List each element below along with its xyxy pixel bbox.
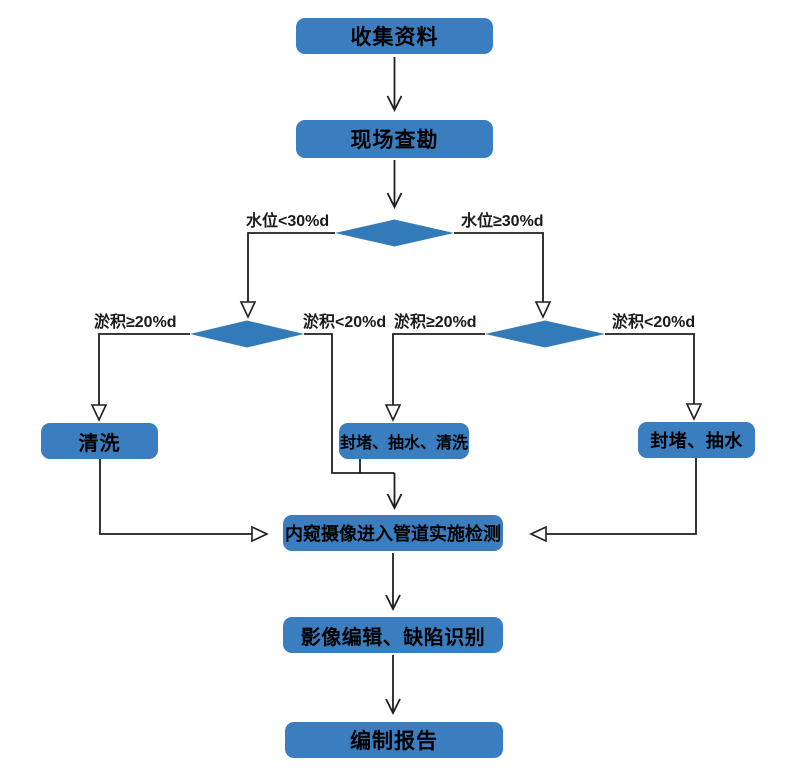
arrowhead-collect-survey xyxy=(386,95,403,113)
arrowhead-water-ge30 xyxy=(534,301,552,319)
arrowhead-inspection-right xyxy=(529,525,547,543)
node-plug-pump-clean: 封堵、抽水、清洗 xyxy=(339,423,469,459)
edge-label-silt-lt-20-right: 淤积<20%d xyxy=(612,314,696,331)
arrowhead-survey-decision xyxy=(386,192,403,210)
arrowhead-editing xyxy=(385,594,401,612)
connector-cleaning-inspection xyxy=(99,459,252,535)
arrowhead-inspection-left xyxy=(251,525,269,543)
edge-label-silt-ge-20-left: 淤积≥20%d xyxy=(94,314,177,331)
node-cleaning: 清洗 xyxy=(41,423,158,459)
node-image-editing: 影像编辑、缺陷识别 xyxy=(283,617,503,653)
arrowhead-inspection-top xyxy=(386,493,403,511)
edge-label-water-lt-30: 水位<30%d xyxy=(246,213,330,230)
connector-silt-lt20-pp xyxy=(605,333,695,404)
decision-silt-left xyxy=(190,320,304,348)
connector-silt-ge20-ppc xyxy=(392,333,485,405)
decision-silt-right xyxy=(485,320,605,348)
connector-silt-lt20-merge xyxy=(304,333,395,474)
node-collect-data: 收集资料 xyxy=(296,18,493,54)
edge-label-silt-ge-20-right: 淤积≥20%d xyxy=(394,314,477,331)
decision-water-level xyxy=(335,219,454,247)
node-inspection: 内窥摄像进入管道实施检测 xyxy=(283,515,503,551)
node-plug-pump: 封堵、抽水 xyxy=(638,422,755,458)
edge-label-silt-lt-20-left: 淤积<20%d xyxy=(303,314,387,331)
connector-silt-ge20-cleaning xyxy=(98,333,190,405)
arrowhead-cleaning xyxy=(90,404,108,422)
arrowhead-pp xyxy=(685,403,703,421)
connector-water-lt30 xyxy=(247,232,335,302)
node-site-survey: 现场查勘 xyxy=(296,120,493,158)
connector-water-ge30 xyxy=(454,232,544,302)
node-report: 编制报告 xyxy=(285,722,503,758)
edge-label-water-ge-30: 水位≥30%d xyxy=(461,213,544,230)
arrowhead-report xyxy=(385,698,401,716)
connector-pp-inspection xyxy=(546,458,697,535)
arrowhead-water-lt30 xyxy=(239,301,257,319)
arrowhead-ppc xyxy=(384,404,402,422)
